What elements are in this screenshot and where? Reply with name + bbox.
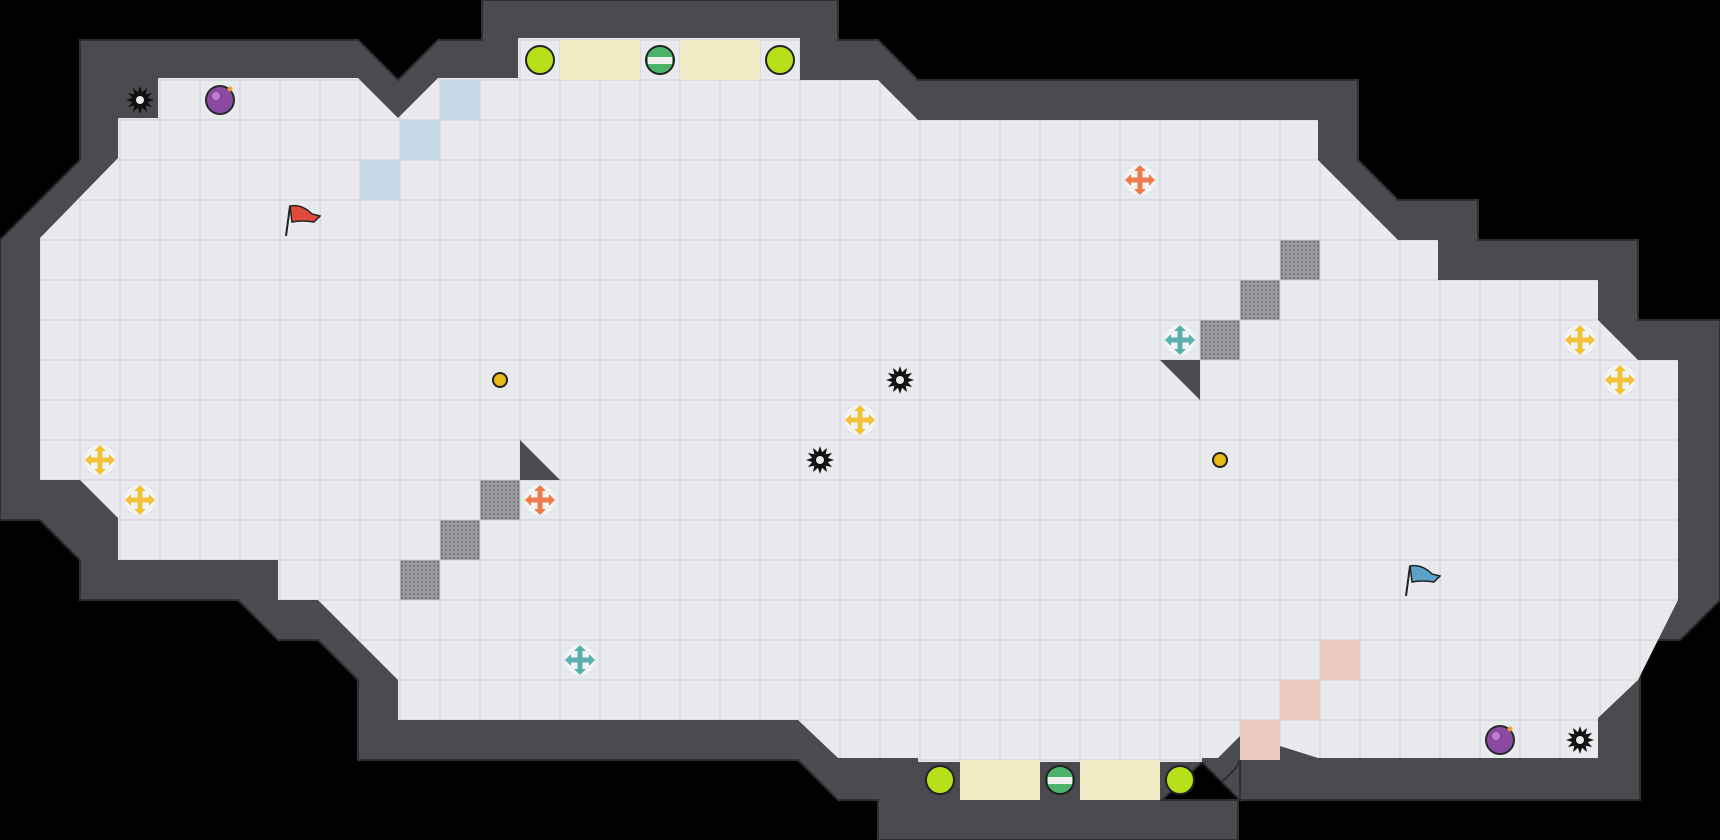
coin-icon — [1212, 452, 1228, 468]
grate-block — [1240, 280, 1280, 320]
boost-arrows-icon — [1565, 325, 1595, 355]
red-flag-icon — [285, 204, 322, 237]
gate-strip-tile — [1120, 760, 1160, 800]
boost-arrows-icon — [1165, 325, 1195, 355]
gate-ball-icon — [525, 45, 555, 75]
gate-ball-icon — [1165, 765, 1195, 795]
blue-zone-tile — [440, 80, 480, 120]
grate-block — [1200, 320, 1240, 360]
blue-flag-icon — [1405, 564, 1442, 597]
gate-ball-icon — [765, 45, 795, 75]
gate-ball-icon — [925, 765, 955, 795]
red-zone-tile — [1320, 640, 1360, 680]
boost-arrows-icon — [1605, 365, 1635, 395]
boost-arrows-icon — [845, 405, 875, 435]
boost-arrows-icon — [1125, 165, 1155, 195]
coin-icon — [492, 372, 508, 388]
red-zone-tile — [1280, 680, 1320, 720]
ramp-block — [520, 440, 560, 480]
gate-strip-tile — [680, 40, 720, 80]
gate-strip-tile — [720, 40, 760, 80]
ramp-block — [1160, 360, 1200, 400]
boost-arrows-icon — [125, 485, 155, 515]
gate-strip-tile — [600, 40, 640, 80]
gate-strip-tile — [1080, 760, 1120, 800]
blue-zone-tile — [360, 160, 400, 200]
boost-arrows-icon — [85, 445, 115, 475]
item-layer — [85, 45, 1635, 795]
grate-block — [480, 480, 520, 520]
boost-arrows-icon — [565, 645, 595, 675]
zone-layer — [360, 40, 1360, 800]
grate-block — [1280, 240, 1320, 280]
block-layer — [400, 240, 1320, 600]
spike-icon — [886, 366, 914, 394]
grate-block — [440, 520, 480, 560]
grate-block — [400, 560, 440, 600]
bomb-icon — [205, 85, 235, 115]
bomb-icon — [1485, 725, 1515, 755]
spike-icon — [1566, 726, 1594, 754]
portal-icon — [1045, 765, 1075, 795]
boost-arrows-icon — [525, 485, 555, 515]
red-zone-tile — [1240, 720, 1280, 760]
spike-icon — [806, 446, 834, 474]
gate-strip-tile — [960, 760, 1000, 800]
gate-strip-tile — [1000, 760, 1040, 800]
blue-zone-tile — [400, 120, 440, 160]
gate-strip-tile — [560, 40, 600, 80]
spike-icon — [126, 86, 154, 114]
portal-icon — [645, 45, 675, 75]
